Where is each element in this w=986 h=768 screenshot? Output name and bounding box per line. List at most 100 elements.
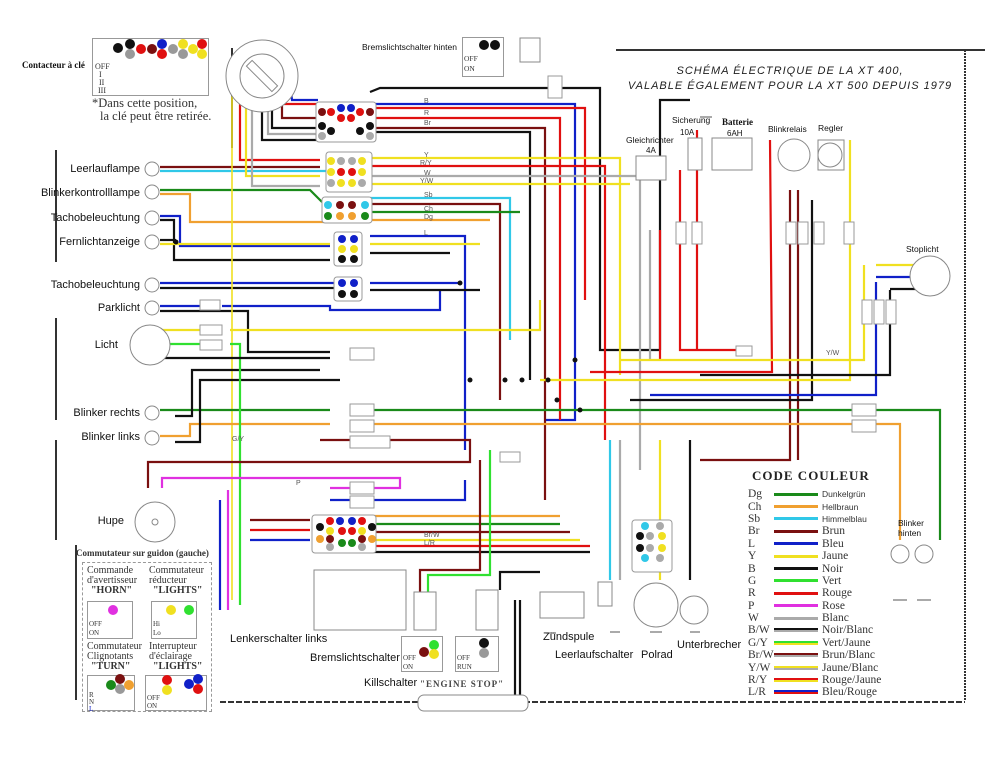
ignition-switch-icon: [225, 39, 299, 113]
wire-label-lr: L/R: [424, 540, 435, 547]
battery-icon: [711, 137, 753, 171]
dimmer-state-hi: Hi: [153, 620, 160, 628]
color-code-abbrev: B/W: [748, 624, 770, 637]
wire-label-sb: Sb: [424, 192, 433, 199]
color-code-abbrev: W: [748, 612, 759, 625]
horn-title-2: d'avertisseur: [87, 575, 138, 586]
lights-state-on: ON: [147, 702, 158, 710]
label-handlebar-switch-left: Lenkerschalter links: [230, 633, 328, 645]
dimmer-title-3: "LIGHTS": [153, 585, 203, 596]
ignition-pos-2: II: [99, 78, 105, 87]
flasher-relay-icon: [777, 138, 811, 172]
color-code-name: Bleu: [822, 537, 844, 550]
ignition-pos-1: I: [99, 70, 102, 79]
horn-switch-table: OFF ON: [87, 601, 133, 639]
color-code-swatch: [774, 690, 818, 695]
horn-state-off: OFF: [89, 620, 102, 628]
wire-label-ch: Ch: [424, 206, 433, 213]
turn-title-1: Commutateur: [87, 641, 142, 652]
label-kill-switch: Killschalter: [364, 677, 418, 689]
color-code-name: Vert/Jaune: [822, 636, 871, 649]
brake-rear-state-off: OFF: [464, 54, 478, 63]
dimmer-title-2: réducteur: [149, 575, 187, 586]
color-code-swatch: [774, 665, 818, 670]
color-code-title: CODE COULEUR: [752, 468, 870, 483]
color-code-swatch: [774, 616, 818, 620]
brake-light-switch-table: OFF ON: [401, 636, 443, 672]
wire-label-b: B: [424, 98, 429, 105]
diagram-frame: [55, 48, 985, 703]
color-code-row: W Blanc: [748, 612, 898, 624]
lights-state-off: OFF: [147, 694, 160, 702]
brake-switch-rear-table: OFF ON: [462, 37, 504, 77]
color-code-name: Noir: [822, 562, 844, 575]
wire-label-l: L: [424, 230, 428, 237]
color-code-abbrev: R/Y: [748, 674, 768, 687]
color-code-swatch: [774, 640, 818, 645]
label-high-beam-indicator: Fernlichtanzeige: [59, 236, 140, 248]
label-battery: Batterie: [722, 117, 753, 127]
neutral-switch-icon: [597, 581, 613, 607]
label-brake-switch-rear: Bremslichtschalter hinten: [362, 42, 457, 52]
wires: [146, 83, 942, 700]
color-code-abbrev: B: [748, 562, 756, 575]
wire-label-yw-2: Y/W: [826, 350, 840, 357]
horn-title-3: "HORN": [91, 585, 133, 596]
turn-indicator-lamp-icon: [144, 184, 160, 200]
label-turn-indicator-lamp: Blinkerkontrolllampe: [40, 187, 140, 199]
label-fuse-rating: 10A: [680, 128, 695, 137]
handlebar-box-title: Commutateur sur guidon (gauche): [76, 548, 209, 558]
color-code-name: Himmelblau: [822, 513, 867, 524]
lights-title-1: Interrupteur: [149, 641, 197, 652]
components: [129, 37, 951, 712]
connector-pins: [316, 104, 666, 562]
turn-state-l: L: [89, 705, 94, 713]
color-code-abbrev: P: [748, 599, 755, 612]
dimmer-title-1: Commutateur: [149, 565, 204, 576]
color-code-swatch: [774, 567, 818, 571]
wire-label-p: P: [296, 480, 301, 487]
brake-rear-state-on: ON: [464, 64, 475, 73]
color-code-swatch: [774, 542, 818, 546]
color-code-abbrev: Ch: [748, 500, 762, 513]
wire-label-br: Br: [424, 120, 431, 127]
label-flasher-relay: Blinkrelais: [768, 124, 807, 134]
label-speedo-light: Tachobeleuchtung: [50, 212, 140, 224]
wire-label-ry: R/Y: [420, 160, 432, 167]
handlebar-switch-box: Commande d'avertisseur "HORN" Commutateu…: [82, 562, 212, 713]
color-code-swatch: [774, 628, 818, 633]
wire-label-gy: G/Y: [232, 436, 245, 443]
label-neutral-switch: Leerlaufschalter: [555, 649, 634, 661]
lights-title-3: "LIGHTS": [153, 661, 203, 672]
color-code-name: Blanc: [822, 612, 849, 625]
label-parking-light: Parklicht: [97, 302, 140, 314]
color-code-abbrev: L: [748, 537, 756, 550]
brake-state-off: OFF: [403, 654, 416, 662]
wire-label-brw: Br/W: [424, 532, 440, 539]
parking-light-icon: [144, 300, 160, 316]
ignition-switch-table: OFF I II III: [92, 38, 209, 96]
ignition-note-line1: *Dans cette position,: [92, 96, 198, 110]
color-code-abbrev: R: [748, 587, 756, 600]
label-contact-breaker: Unterbrecher: [677, 639, 742, 651]
ignition-switch-label: Contacteur à clé: [22, 60, 85, 70]
color-code-swatch: [774, 554, 818, 558]
label-magneto: Polrad: [641, 649, 673, 661]
label-engine-stop: "ENGINE STOP": [420, 679, 505, 689]
wire-label-yw: Y/W: [420, 178, 434, 185]
brake-state-on: ON: [403, 663, 414, 671]
label-fuse: Sicherung: [672, 115, 711, 125]
label-battery-rating: 6AH: [727, 129, 743, 138]
dimmer-switch-table: Hi Lo: [151, 601, 197, 639]
contact-breaker-icon: [679, 595, 709, 625]
color-code-abbrev: G/Y: [748, 636, 768, 649]
horn-state-on: ON: [89, 629, 100, 637]
label-speedo-light-2: Tachobeleuchtung: [50, 279, 140, 291]
lights-title-2: d'éclairage: [149, 651, 192, 662]
